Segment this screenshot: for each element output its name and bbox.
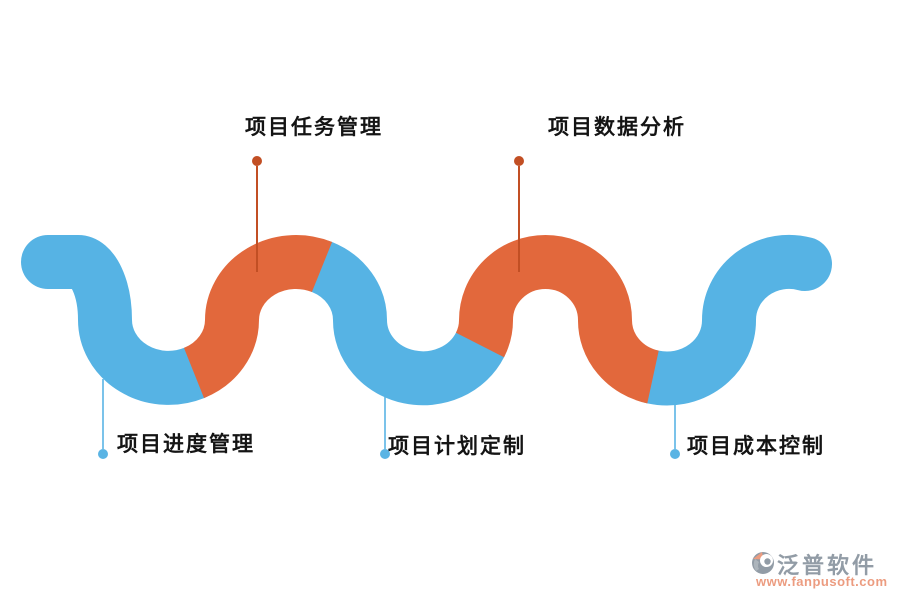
wave-segment-middle-blue [295,240,507,406]
wave-segment-start-blue [21,235,221,405]
brand-name: 泛普软件 [777,553,878,578]
connector-dot-progress [98,449,108,459]
connector-dot-data [514,156,524,166]
connector-dot-task [252,156,262,166]
label-project-data-analysis: 项目数据分析 [548,116,686,139]
connector-dot-cost [670,449,680,459]
wave-segment-crest1-orange [182,235,333,399]
wave-segment-crest2-orange [455,235,660,404]
fanpu-logo: 泛普软件 www.fanpusoft.com [750,548,890,590]
label-project-progress-management: 项目进度管理 [117,433,255,456]
label-project-task-management: 项目任务管理 [245,116,383,139]
fanpu-logo-icon [752,552,774,574]
brand-url: www.fanpusoft.com [756,574,888,589]
label-project-plan-customization: 项目计划定制 [388,435,526,458]
label-project-cost-control: 项目成本控制 [687,435,825,458]
connector-dot-plan [380,449,390,459]
wave-segment-end-blue [626,234,832,406]
